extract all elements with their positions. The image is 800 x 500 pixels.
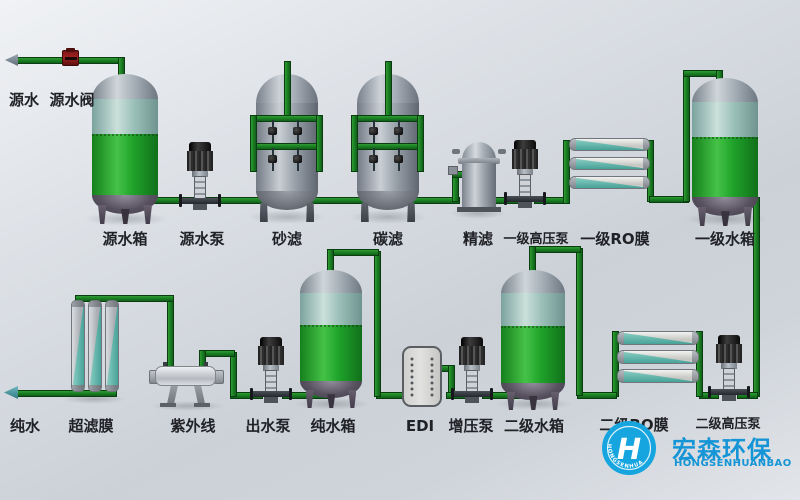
- outlet-pump: [249, 337, 293, 403]
- label-source-tank: 源水箱: [102, 230, 148, 248]
- label-stage2-hp-pump: 二级高压泵: [695, 417, 761, 432]
- pipe-carbon-manifold-left: [351, 115, 358, 172]
- valve-icon: [293, 148, 302, 171]
- uv-foot: [160, 403, 176, 407]
- pipe-outletpump-riser: [230, 352, 237, 397]
- ro2-membrane-tube: [617, 331, 699, 345]
- ro1-membrane-tube: [569, 176, 650, 189]
- label-booster-pump: 增压泵: [448, 417, 494, 435]
- label-fine-filter: 精滤: [462, 230, 493, 248]
- label-stage1-tank: 一级水箱: [695, 230, 756, 248]
- uf-membrane-tube: [88, 300, 102, 392]
- label-stage1-hp-pump: 一级高压泵: [503, 232, 569, 247]
- label-source-valve: 源水阀: [49, 91, 95, 109]
- pure-water-arrow-icon: [4, 386, 18, 399]
- label-outlet-pump: 出水泵: [245, 417, 291, 435]
- pipe-carbon-manifold-mid: [351, 143, 424, 150]
- uf-membrane-tube: [71, 300, 85, 392]
- label-pure-water: 纯水: [9, 417, 40, 435]
- label-carbon-filter: 碳滤: [372, 230, 403, 248]
- pipe-ro2-riser: [576, 248, 583, 396]
- pipe-uf-bottom-manifold: [14, 390, 117, 397]
- uv-pin: [163, 362, 167, 369]
- logo-monogram: H: [617, 432, 641, 466]
- shadow: [450, 208, 506, 219]
- label-uv: 紫外线: [170, 417, 216, 435]
- pipe-carbon-manifold-right: [417, 115, 424, 172]
- label-source-pump: 源水泵: [179, 230, 225, 248]
- pipe-sand-manifold-right: [316, 115, 323, 172]
- label-pure-tank: 纯水箱: [310, 417, 356, 435]
- hongsen-logo-icon: H HONGSENHUANBAO: [601, 420, 656, 475]
- pipe-sandfilter-top: [284, 61, 291, 119]
- pipe-ro1-riser: [683, 72, 690, 202]
- label-stage1-ro: 一级RO膜: [580, 230, 650, 248]
- source-pump: [178, 142, 222, 210]
- label-edi: EDI: [405, 417, 435, 435]
- ro2-membrane-tube: [617, 369, 699, 383]
- valve-icon: [369, 120, 378, 143]
- pure-water-tank: [300, 270, 362, 408]
- source-valve-icon: [62, 48, 79, 66]
- pipe-edi-riser: [374, 251, 381, 397]
- label-sand-filter: 砂滤: [271, 230, 302, 248]
- ro1-membrane-tube: [569, 138, 650, 151]
- label-source-water: 源水: [8, 91, 39, 109]
- source-water-tank: [92, 74, 158, 224]
- stage2-water-tank: [501, 270, 565, 410]
- shadow: [62, 394, 126, 404]
- valve-icon: [394, 120, 403, 143]
- pipe-ro2-right-manifold: [696, 331, 703, 397]
- valve-icon: [268, 148, 277, 171]
- pipe-tank3-top: [329, 249, 379, 256]
- pipe-right-downcomer: [753, 197, 760, 397]
- valve-icon: [293, 120, 302, 143]
- edi-module: [402, 346, 442, 407]
- pipe-ro2-out: [577, 392, 617, 399]
- stage2-hp-pump: [707, 335, 751, 401]
- pipe-sand-manifold-mid: [250, 143, 323, 150]
- valve-icon: [268, 120, 277, 143]
- booster-pump: [450, 337, 494, 403]
- ro2-membrane-tube: [617, 350, 699, 364]
- logo-name-en: HONGSENHUANBAO: [674, 458, 792, 469]
- stage1-water-tank: [692, 78, 758, 226]
- label-uf-membrane: 超滤膜: [68, 417, 114, 435]
- pipe-sand-manifold-top: [250, 115, 323, 122]
- pipe-uf-top-manifold: [75, 295, 174, 302]
- valve-icon: [394, 148, 403, 171]
- uv-foot: [194, 403, 210, 407]
- pipe-ro1-left-manifold: [563, 140, 570, 204]
- logo-name-cn: 宏森环保: [672, 436, 772, 464]
- stage1-hp-pump: [503, 140, 547, 208]
- pipe-uv-to-uf: [167, 299, 174, 369]
- uv-pin: [204, 362, 208, 369]
- pipe-carbon-manifold-top: [351, 115, 424, 122]
- shadow: [150, 401, 226, 411]
- pipe-sand-manifold-left: [250, 115, 257, 172]
- pipe-carbonfilter-top: [385, 61, 392, 119]
- uf-membrane-tube: [105, 300, 119, 392]
- label-stage2-tank: 二级水箱: [504, 417, 565, 435]
- source-water-arrow-icon: [5, 54, 18, 66]
- valve-icon: [369, 148, 378, 171]
- uv-sterilizer: [155, 366, 216, 386]
- ro1-membrane-tube: [569, 157, 650, 170]
- fine-filter: [448, 140, 506, 213]
